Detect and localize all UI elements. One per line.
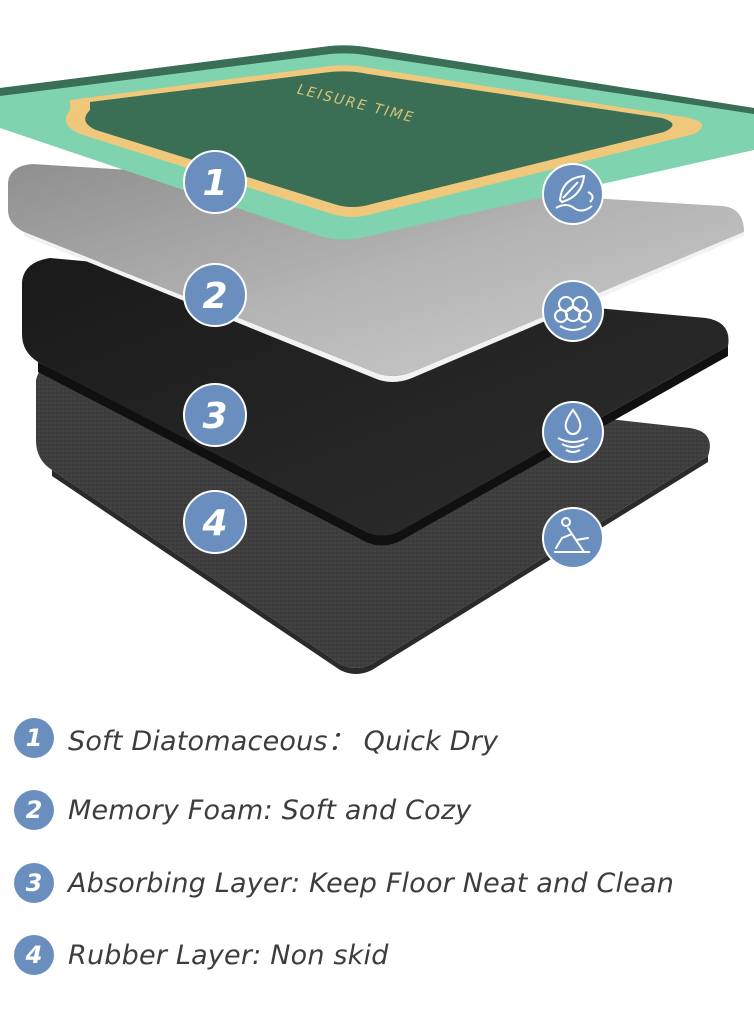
layer-badge-3: 3 [183,383,247,447]
badge-number: 2 [202,276,227,317]
layer-badge-2: 2 [183,263,247,327]
legend-badge: 4 [14,935,54,975]
layer-badge-1: 1 [183,150,247,214]
cotton-flower-icon [542,280,604,342]
legend-item-2: 2 Memory Foam: Soft and Cozy [14,787,744,833]
layer-diagram: LEISURE TIME 1 2 3 4 [0,45,754,674]
legend-label: Soft Diatomaceous： Quick Dry [68,725,499,757]
legend-label: Absorbing Layer: Keep Floor Neat and Cle… [68,867,675,899]
badge-number: 4 [201,503,227,544]
badge-number: 3 [202,396,227,437]
water-drop-absorb-icon [542,401,604,463]
legend-item-4: 4 Rubber Layer: Non skid [14,932,744,978]
legend-label: Rubber Layer: Non skid [68,939,389,971]
leaf-wave-icon [542,163,604,225]
legend-label: Memory Foam: Soft and Cozy [68,794,472,826]
layer-badge-4: 4 [183,490,247,554]
legend-item-1: 1 Soft Diatomaceous： Quick Dry [14,715,744,761]
legend-badge: 1 [14,718,54,758]
no-slip-person-icon [542,507,604,569]
legend-badge: 2 [14,790,54,830]
badge-number: 1 [202,163,227,204]
legend-item-3: 3 Absorbing Layer: Keep Floor Neat and C… [14,860,744,906]
legend-badge: 3 [14,863,54,903]
